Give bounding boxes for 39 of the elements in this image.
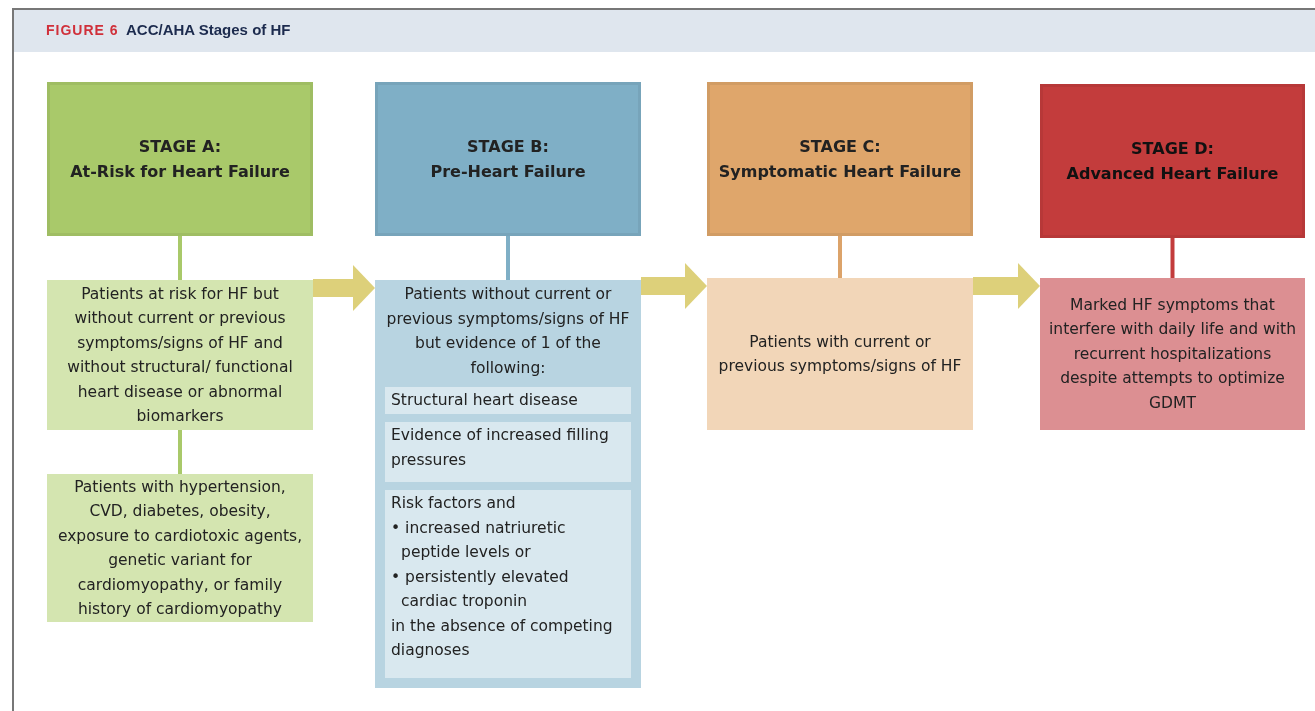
stage-title: Symptomatic Heart Failure [718, 161, 962, 183]
description-box [375, 280, 641, 688]
description-box [707, 278, 973, 430]
stage-title: Advanced Heart Failure [1066, 163, 1279, 185]
chevron-arrow [973, 263, 1040, 309]
criterion-box [385, 490, 631, 678]
description-text: Patients at risk for HF but without current or previous symptoms/signs of HF and without structural/ functional heart disease or abnormal biomarkers [66, 283, 294, 427]
stage-label: STAGE A: [138, 136, 222, 158]
connector-line [506, 236, 510, 280]
stage-title: Pre-Heart Failure [430, 161, 586, 183]
description-box [1040, 278, 1305, 430]
figure-title: ACC/AHA Stages of HF [126, 21, 291, 38]
stage-title: At-Risk for Heart Failure [70, 161, 290, 183]
stage-label: STAGE D: [1131, 138, 1214, 160]
criterion-text: Risk factors and [391, 493, 517, 514]
criterion-text: • increased natriuretic peptide levels or [391, 517, 567, 563]
description-text: Patients with current or previous symptoms/signs of HF [717, 331, 963, 377]
criterion-text: Structural heart disease [391, 390, 579, 411]
stage-header-box [1040, 84, 1305, 238]
stage-header-box [375, 82, 641, 236]
figure-number: FIGURE 6 [46, 22, 119, 38]
description-text: Patients without current or previous symptoms/signs of HF but evidence of 1 of the following: [385, 284, 631, 379]
connector-line [178, 430, 182, 474]
criterion-text: in the absence of competing diagnoses [391, 615, 614, 661]
stage-header-box [707, 82, 973, 236]
connector-line [1170, 238, 1175, 278]
stage-label: STAGE B: [467, 136, 549, 158]
description-text: Marked HF symptoms that interfere with daily life and with recurrent hospitalizations despite attempts to optimize GDMT [1048, 294, 1297, 414]
chevron-arrow [313, 265, 375, 311]
stage-label: STAGE C: [799, 136, 881, 158]
criterion-text: Evidence of increased filling pressures [391, 425, 610, 471]
description-text: Patients with hypertension, CVD, diabetes, obesity, exposure to cardiotoxic agents, genetic variant for cardiomyopathy, or family history of cardiomyopathy [56, 476, 304, 620]
connector-line [178, 236, 182, 280]
connector-line [838, 236, 842, 278]
criterion-box [385, 422, 631, 482]
criterion-box [385, 387, 631, 414]
stage-header-box [47, 82, 313, 236]
description-box [47, 280, 313, 430]
chevron-arrow [641, 263, 707, 309]
